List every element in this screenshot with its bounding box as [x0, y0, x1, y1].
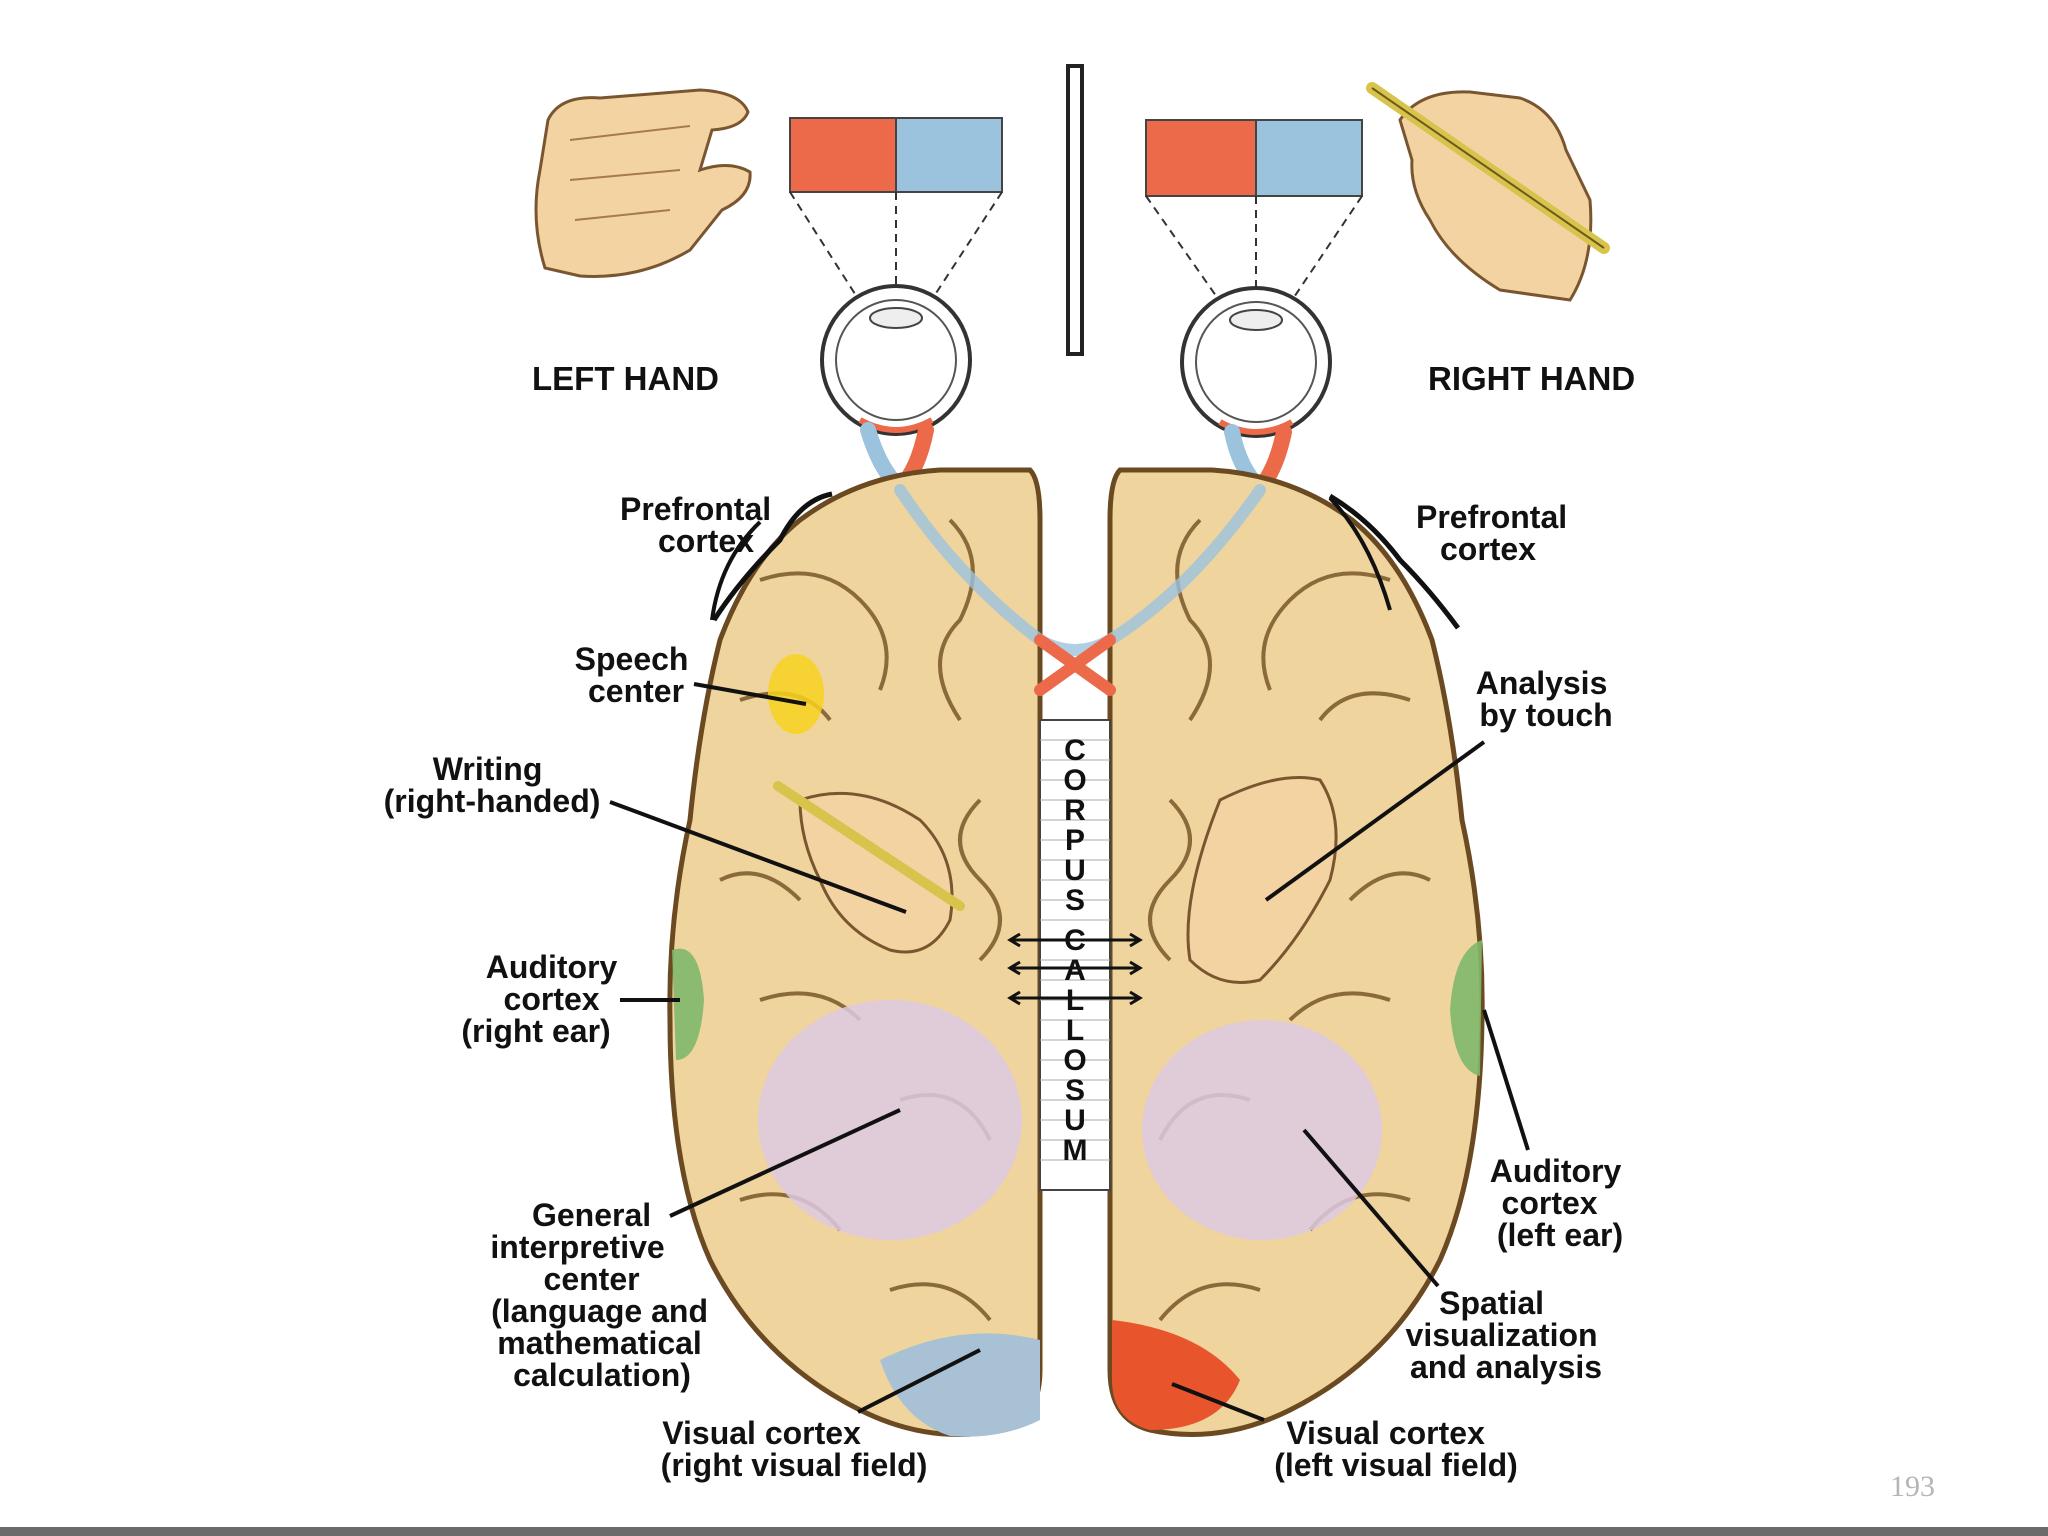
bottom-bar	[0, 1527, 2048, 1536]
writing-label: Writing (right-handed)	[384, 751, 601, 819]
corpus-callosum-letter: A	[1064, 954, 1086, 987]
right-hemisphere	[1107, 467, 1485, 1437]
spatial-visualization-label: Spatial visualization and analysis	[1406, 1285, 1607, 1385]
corpus-callosum-letter: U	[1064, 1104, 1086, 1137]
left-eye	[820, 284, 972, 436]
visual-cortex-right-region	[1112, 1320, 1240, 1430]
left-color-card	[789, 117, 1003, 193]
speech-center-region	[768, 654, 824, 734]
corpus-callosum-letter: R	[1064, 794, 1086, 827]
corpus-callosum-letter: L	[1066, 1014, 1084, 1047]
spatial-region	[1142, 1020, 1382, 1240]
touch-hand	[1186, 776, 1338, 984]
visual-cortex-right-label: Visual cortex (left visual field)	[1274, 1415, 1518, 1483]
optic-chiasm	[894, 484, 1266, 696]
corpus-callosum-letter: P	[1065, 824, 1085, 857]
right-color-card	[1145, 119, 1363, 197]
general-interpretive-label: General interpretive center (language an…	[490, 1197, 716, 1393]
leader-lines	[609, 496, 1530, 1422]
visual-cortex-left-label: Visual cortex (right visual field)	[661, 1415, 928, 1483]
screen-divider	[1066, 64, 1084, 356]
left-hand-label: LEFT HAND	[532, 360, 719, 397]
auditory-region-right	[1450, 940, 1482, 1076]
auditory-cortex-left-label: Auditory cortex (right ear)	[461, 949, 626, 1049]
prefrontal-brace-right	[1328, 493, 1461, 630]
prefrontal-brace-left	[711, 491, 833, 622]
analysis-by-touch-label: Analysis by touch	[1476, 665, 1617, 733]
corpus-callosum-letter: S	[1065, 884, 1085, 917]
right-hand-illustration	[1366, 82, 1610, 302]
corpus-callosum-letter: O	[1063, 1044, 1086, 1077]
corpus-callosum	[1039, 719, 1111, 1191]
visual-cortex-left-region	[880, 1333, 1040, 1437]
left-hand-illustration	[534, 88, 752, 278]
prefrontal-cortex-right-label: Prefrontal cortex	[1416, 499, 1576, 567]
corpus-callosum-letter: O	[1063, 764, 1086, 797]
corpus-callosum-letter: U	[1064, 854, 1086, 887]
writing-hand	[773, 781, 965, 954]
page-number: 193	[1890, 1470, 1935, 1503]
right-eye	[1180, 286, 1332, 438]
corpus-callosum-letter: L	[1066, 984, 1084, 1017]
corpus-callosum-letter: C	[1064, 924, 1086, 957]
auditory-region-left	[672, 948, 704, 1060]
speech-center-label: Speech center	[575, 641, 698, 709]
corpus-callosum-letter: C	[1064, 734, 1086, 767]
prefrontal-cortex-left-label: Prefrontal cortex	[620, 491, 780, 559]
left-hemisphere	[667, 467, 1043, 1437]
right-hand-label: RIGHT HAND	[1428, 360, 1635, 397]
callosum-arrows	[1007, 932, 1143, 1006]
corpus-callosum-letter: S	[1065, 1074, 1085, 1107]
general-interpretive-region	[758, 1000, 1022, 1240]
auditory-cortex-right-label: Auditory cortex (left ear)	[1490, 1153, 1630, 1253]
corpus-callosum-letter: M	[1063, 1134, 1088, 1167]
